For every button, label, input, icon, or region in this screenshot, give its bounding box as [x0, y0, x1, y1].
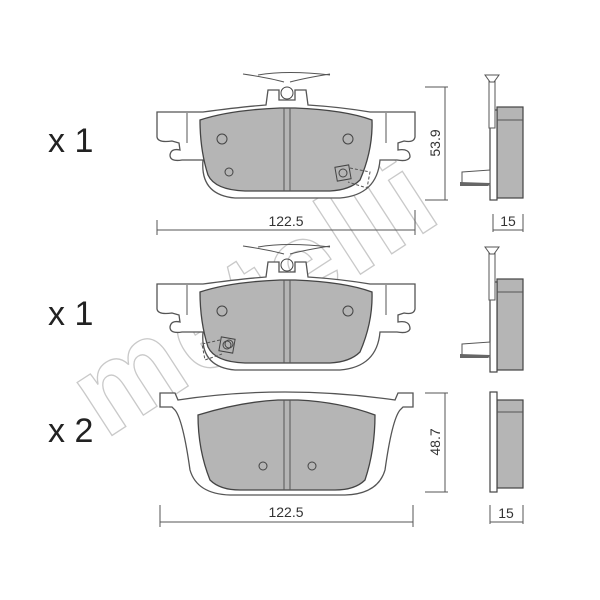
- thickness-value: 15: [498, 505, 514, 521]
- height-dimension: 48.7: [425, 392, 448, 493]
- quantity-label: x 1: [48, 122, 93, 160]
- wear-sensor-icon: [201, 336, 236, 361]
- brake-pad-side-view: [459, 246, 524, 373]
- thickness-value: 15: [500, 213, 516, 229]
- wear-sensor-icon: [334, 164, 371, 189]
- quantity-label: x 1: [48, 295, 93, 333]
- height-value: 53.9: [427, 129, 443, 156]
- width-value: 122.5: [268, 504, 303, 520]
- width-dimension: 122.5: [159, 504, 414, 527]
- brake-pad-side-view: [489, 391, 524, 493]
- brake-pad-side-view: [459, 74, 524, 201]
- width-dimension: 122.5: [156, 210, 416, 235]
- height-value: 48.7: [427, 428, 443, 455]
- quantity-label: x 2: [48, 412, 93, 450]
- brake-pad-front-view: [159, 391, 414, 496]
- height-dimension: 53.9: [425, 86, 448, 201]
- brake-pad-front-view: [156, 71, 416, 199]
- thickness-dimension: 15: [492, 213, 524, 232]
- thickness-dimension: 15: [489, 505, 524, 524]
- width-value: 122.5: [268, 213, 303, 229]
- brake-pad-front-view: [156, 243, 416, 371]
